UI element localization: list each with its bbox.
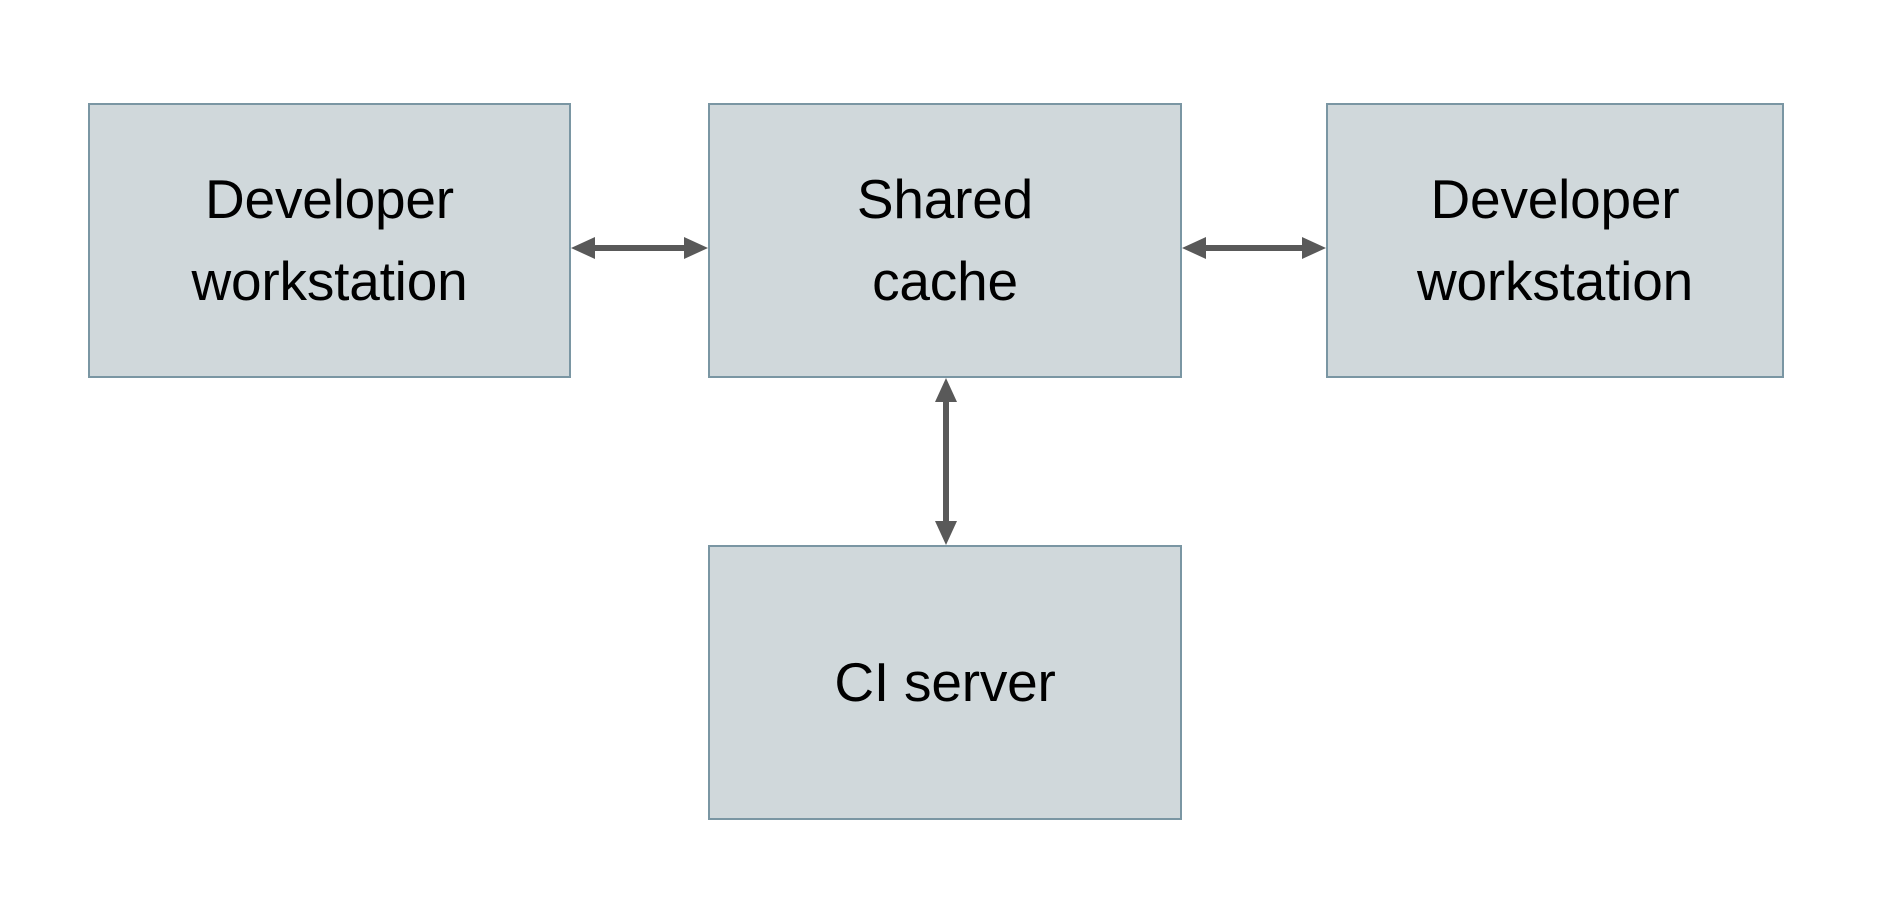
node-ci-server[interactable]: CI server — [708, 545, 1182, 820]
node-label: CI server — [834, 650, 1056, 713]
double-arrow-icon — [1182, 237, 1326, 259]
node-shared-cache[interactable]: Shared cache — [708, 103, 1182, 378]
node-developer-workstation-right[interactable]: Developer workstation — [1326, 103, 1784, 378]
node-label: Developer workstation — [191, 168, 468, 312]
node-label: Developer workstation — [1417, 168, 1693, 312]
node-label: Shared cache — [856, 168, 1034, 312]
connector-double-arrow-horizontal-left — [571, 228, 708, 268]
node-developer-workstation-left[interactable]: Developer workstation — [88, 103, 571, 378]
connector-double-arrow-vertical — [926, 378, 966, 545]
double-arrow-icon — [935, 378, 957, 545]
double-arrow-icon — [571, 237, 708, 259]
connector-double-arrow-horizontal-right — [1182, 228, 1326, 268]
